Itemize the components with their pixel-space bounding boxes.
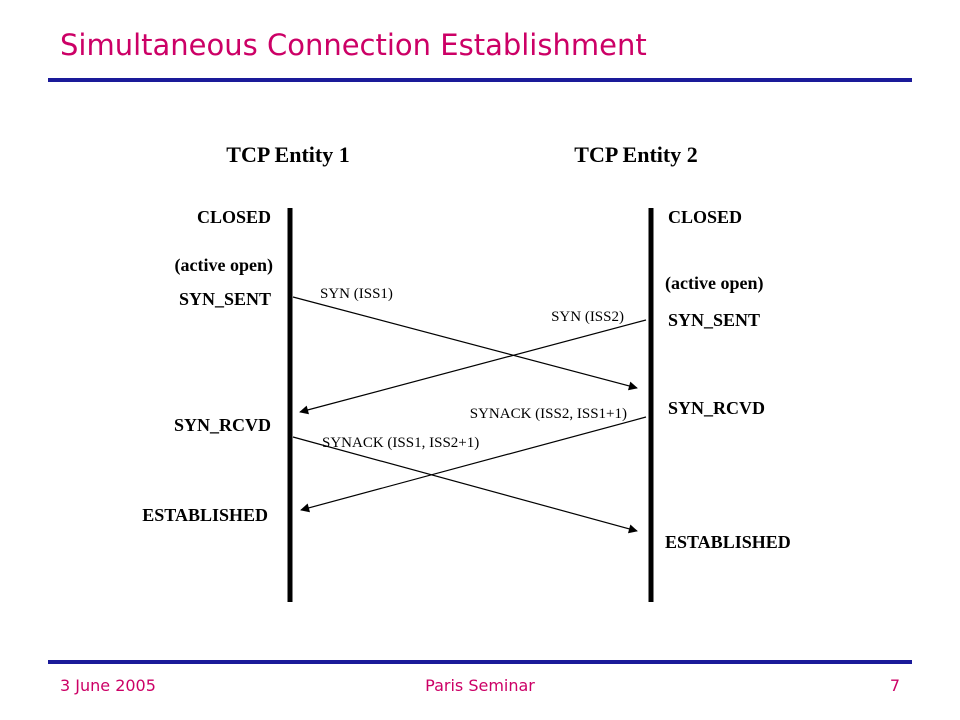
- entity1-state-syn-sent: SYN_SENT: [179, 289, 271, 309]
- slide-title: Simultaneous Connection Establishment: [60, 28, 647, 62]
- entity2-heading: TCP Entity 2: [574, 142, 697, 167]
- synack1-label: SYNACK (ISS1, ISS2+1): [322, 435, 479, 451]
- synack1-arrow: [292, 436, 638, 534]
- footer-rule: [48, 660, 912, 664]
- entity1-heading: TCP Entity 1: [226, 142, 349, 167]
- entity2-state-closed: CLOSED: [668, 207, 742, 227]
- footer-date: 3 June 2005: [60, 676, 156, 695]
- title-rule: [48, 78, 912, 82]
- entity2-state-established: ESTABLISHED: [665, 532, 791, 552]
- syn1-arrow: [292, 296, 638, 391]
- page-number: 7: [889, 676, 900, 695]
- syn2-arrow: [299, 319, 647, 415]
- syn2-label: SYN (ISS2): [551, 309, 624, 325]
- entity1-state-established: ESTABLISHED: [142, 505, 268, 525]
- entity1-active-open: (active open): [175, 255, 273, 276]
- entity2-state-syn-sent: SYN_SENT: [668, 310, 760, 330]
- synack2-label: SYNACK (ISS2, ISS1+1): [470, 406, 627, 422]
- footer-venue: Paris Seminar: [425, 676, 535, 695]
- entity1-state-closed: CLOSED: [197, 207, 271, 227]
- entity1-state-syn-rcvd: SYN_RCVD: [174, 415, 271, 435]
- syn1-label: SYN (ISS1): [320, 286, 393, 302]
- synack2-arrow: [300, 416, 647, 513]
- entity2-state-syn-rcvd: SYN_RCVD: [668, 398, 765, 418]
- entity2-active-open: (active open): [665, 273, 763, 294]
